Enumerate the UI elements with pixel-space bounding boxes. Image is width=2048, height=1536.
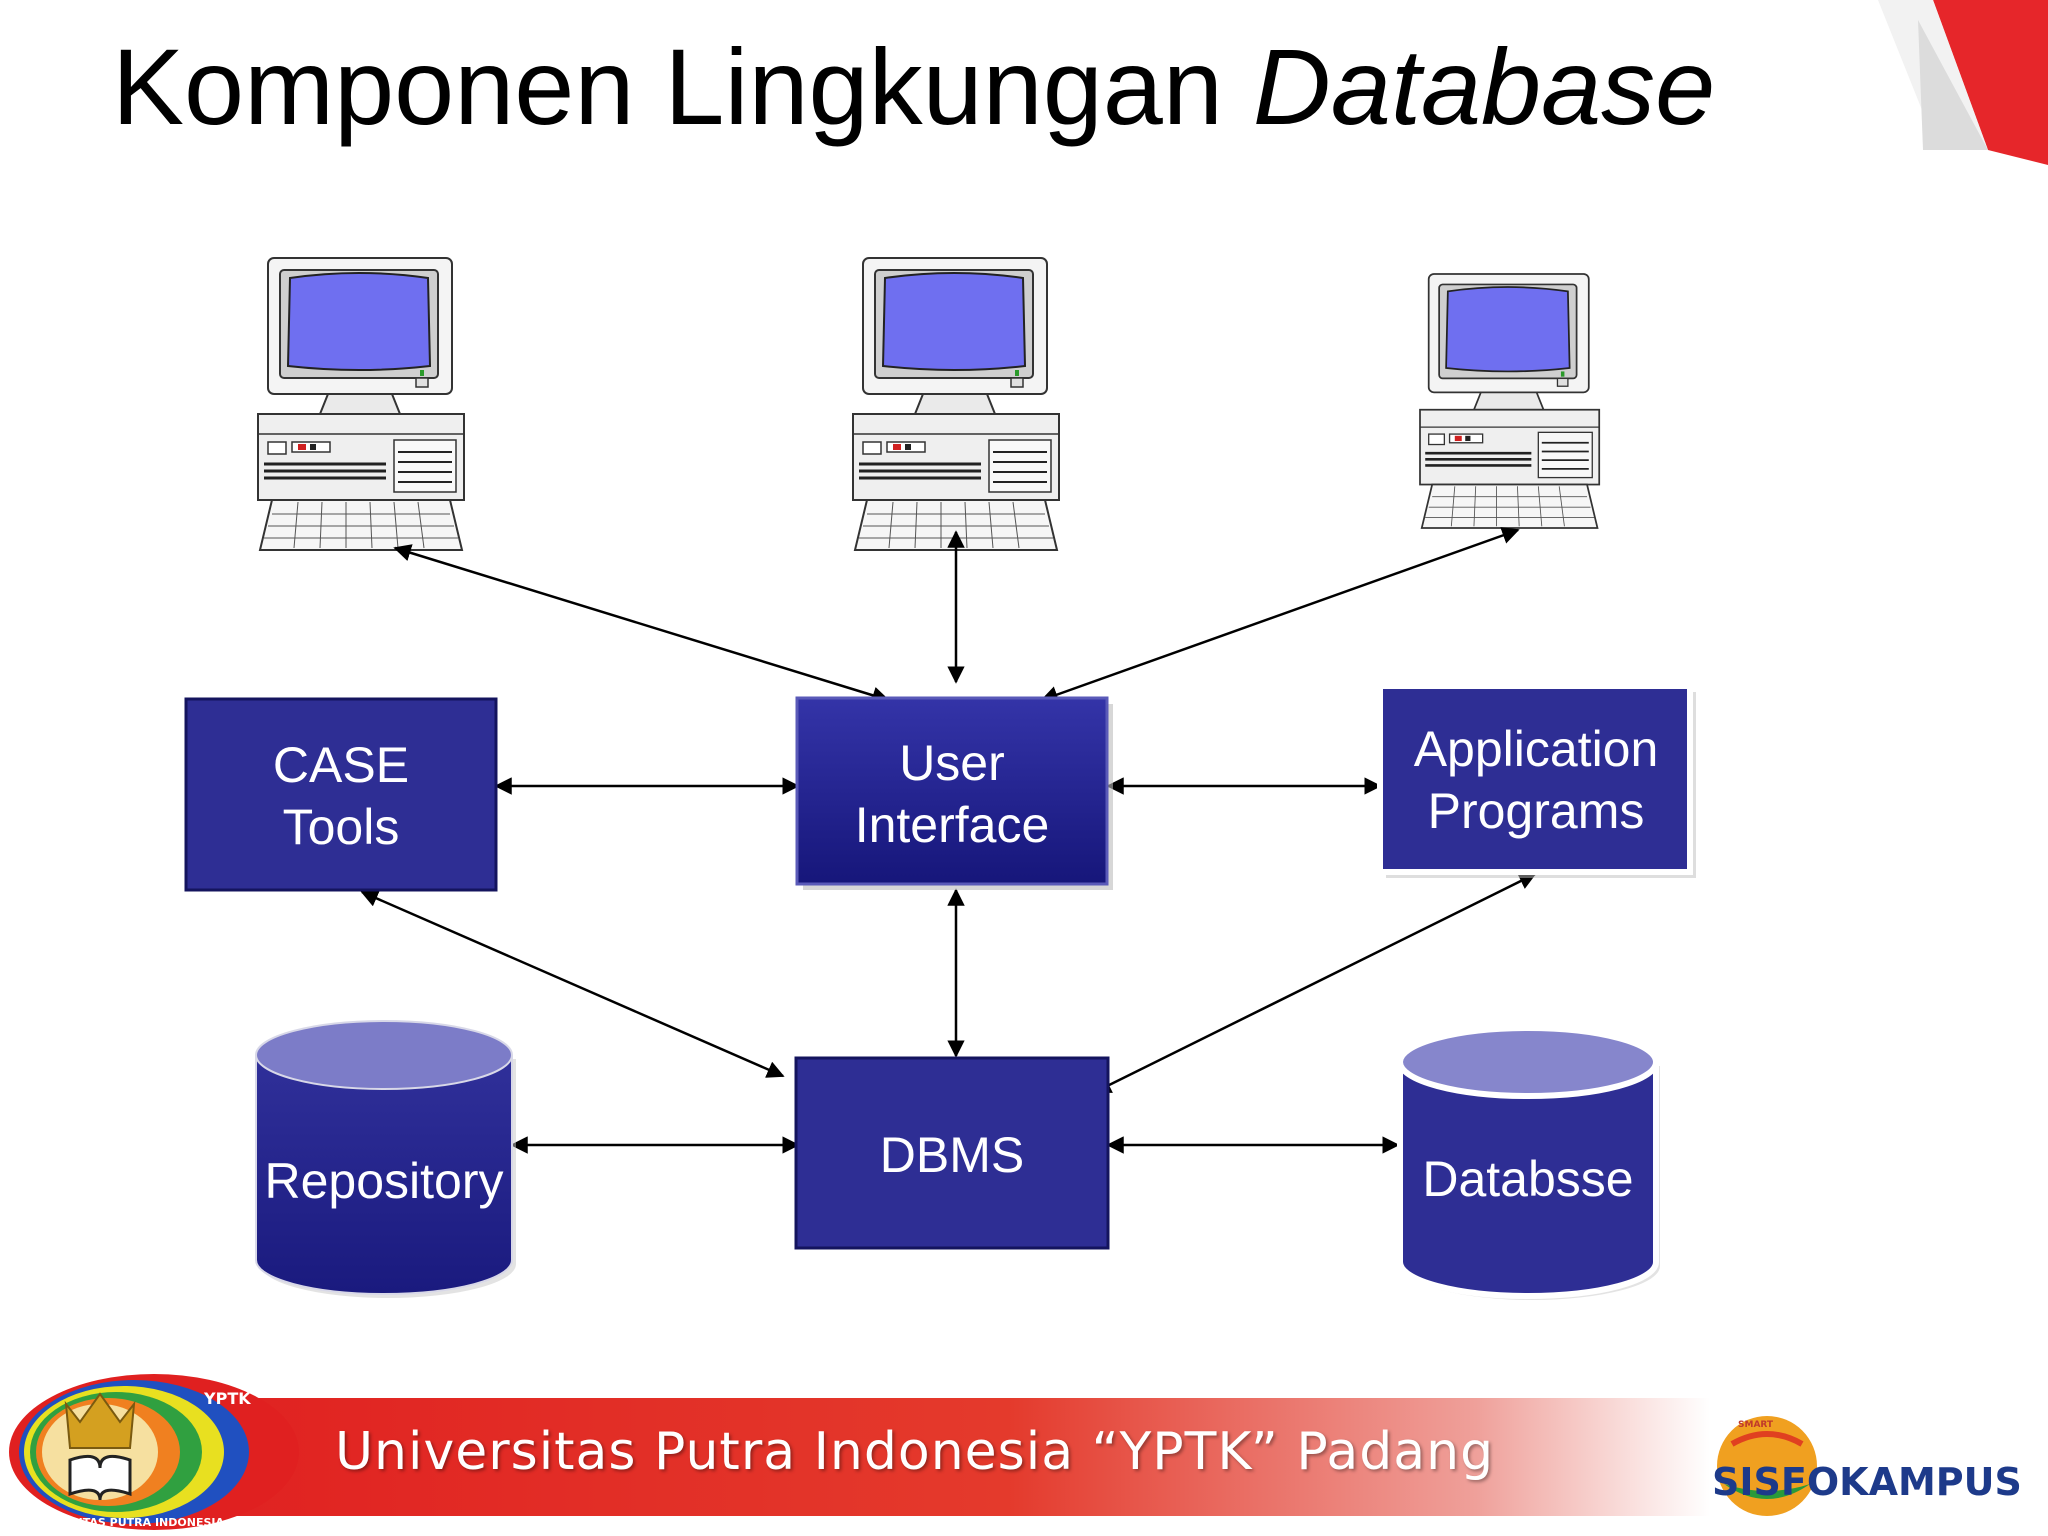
page-title-italic: Database — [1252, 26, 1716, 147]
university-logo-icon: YPTK UNIVERSITAS PUTRA INDONESIA — [9, 1374, 299, 1530]
case-tools-box: CASE Tools — [184, 697, 498, 892]
university-name: Universitas Putra Indonesia “YPTK” Padan… — [335, 1422, 1495, 1482]
page-title: Komponen Lingkungan Database — [112, 22, 1715, 152]
arrow-case-dbms — [360, 890, 785, 1078]
application-programs-box: Application Programs — [1377, 683, 1696, 878]
user-interface-box: User Interface — [795, 696, 1113, 890]
sisfokampus-logo: SMART SISFOKAMPUS — [1712, 1414, 2042, 1524]
user-interface-label-line1: User — [899, 735, 1005, 791]
case-tools-label-line1: CASE — [273, 737, 409, 793]
arrow-apps-dbms — [1093, 872, 1537, 1094]
logo-ring-text: YPTK — [203, 1389, 251, 1408]
page-title-main: Komponen Lingkungan — [112, 26, 1253, 147]
database-label: Databsse — [1422, 1151, 1633, 1207]
footer: Universitas Putra Indonesia “YPTK” Padan… — [0, 1360, 2048, 1536]
repository-cylinder: Repository — [255, 1020, 516, 1298]
workstation-left-icon — [256, 256, 466, 552]
sisfokampus-globe-icon — [1717, 1416, 1817, 1516]
dbms-box: DBMS — [794, 1056, 1110, 1250]
database-cylinder: Databsse — [1397, 1025, 1660, 1300]
sisfokampus-small-text: SMART — [1738, 1420, 1774, 1430]
arrow-pc-left-ui — [393, 544, 890, 704]
workstation-center-icon — [851, 256, 1061, 552]
application-programs-label-line2: Programs — [1428, 783, 1645, 839]
sisfokampus-text: SISFOKAMPUS — [1712, 1460, 2022, 1504]
footer-band — [150, 1398, 1710, 1516]
repository-label: Repository — [265, 1153, 504, 1209]
user-interface-label-line2: Interface — [855, 797, 1050, 853]
case-tools-label-line2: Tools — [283, 799, 400, 855]
arrow-pc-right-ui — [1040, 527, 1520, 703]
workstation-right-icon — [1418, 272, 1601, 530]
dbms-label: DBMS — [880, 1127, 1024, 1183]
logo-ring-text-bottom: UNIVERSITAS PUTRA INDONESIA — [24, 1516, 224, 1529]
application-programs-label-line1: Application — [1414, 721, 1659, 777]
corner-ribbon — [1878, 0, 2048, 165]
